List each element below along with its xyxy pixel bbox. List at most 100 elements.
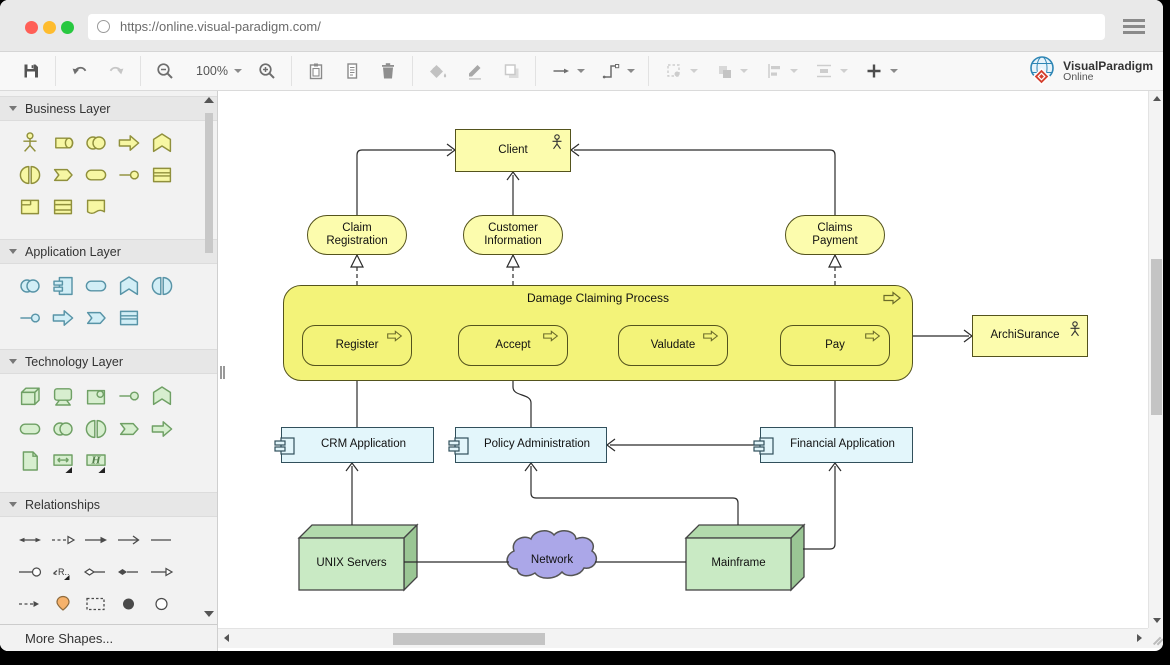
application-function-icon[interactable] <box>112 274 145 298</box>
technology-system-software-icon[interactable] <box>79 384 112 408</box>
maximize-window-button[interactable] <box>61 21 74 34</box>
section-technology-layer[interactable]: Technology Layer <box>0 349 217 374</box>
rel-line-icon[interactable] <box>145 528 178 552</box>
align-dropdown[interactable] <box>758 57 802 85</box>
format-panel-button[interactable] <box>337 57 367 85</box>
connector-style-dropdown[interactable] <box>595 57 639 85</box>
palette-scrollbar[interactable] <box>203 95 215 619</box>
application-component-icon[interactable] <box>46 274 79 298</box>
shape-crm-application[interactable]: CRM Application <box>274 427 434 463</box>
shape-unix-servers[interactable]: UNIX Servers <box>299 538 404 590</box>
technology-collaboration-icon[interactable] <box>46 417 79 441</box>
shape-archisurance[interactable]: ArchiSurance <box>972 315 1088 357</box>
scroll-left-icon[interactable] <box>224 634 229 642</box>
rel-association-icon[interactable] <box>13 528 46 552</box>
technology-process-icon[interactable] <box>145 417 178 441</box>
technology-network-icon[interactable]: H <box>79 449 112 473</box>
line-color-button[interactable] <box>460 57 490 85</box>
rel-location-pin-icon[interactable] <box>46 592 79 616</box>
minimize-window-button[interactable] <box>43 21 56 34</box>
shape-accept[interactable]: Accept <box>458 325 568 366</box>
business-role-icon[interactable] <box>46 131 79 155</box>
shape-claims-payment[interactable]: Claims Payment <box>785 215 885 255</box>
section-application-layer[interactable]: Application Layer <box>0 239 217 264</box>
paste-button[interactable] <box>301 57 331 85</box>
rel-grouping-icon[interactable] <box>79 592 112 616</box>
business-interaction-icon[interactable] <box>13 163 46 187</box>
shape-network[interactable]: Network <box>512 543 592 579</box>
technology-node-icon[interactable] <box>13 384 46 408</box>
delete-button[interactable] <box>373 57 403 85</box>
application-process-icon[interactable] <box>46 306 79 330</box>
rel-aggregation-icon[interactable] <box>79 560 112 584</box>
technology-event-icon[interactable] <box>112 417 145 441</box>
shape-pay[interactable]: Pay <box>780 325 890 366</box>
rel-junction-icon[interactable] <box>112 592 145 616</box>
business-event-icon[interactable] <box>46 163 79 187</box>
application-collaboration-icon[interactable] <box>13 274 46 298</box>
business-contract-icon[interactable] <box>46 195 79 219</box>
business-interface-icon[interactable] <box>112 163 145 187</box>
rel-junction-open-icon[interactable] <box>145 592 178 616</box>
business-collaboration-icon[interactable] <box>79 131 112 155</box>
technology-artifact-icon[interactable] <box>13 449 46 473</box>
technology-function-icon[interactable] <box>145 384 178 408</box>
shape-client[interactable]: Client <box>455 129 571 172</box>
arrow-style-dropdown[interactable] <box>545 57 589 85</box>
url-text[interactable]: https://online.visual-paradigm.com/ <box>120 19 321 34</box>
canvas-horizontal-scrollbar[interactable] <box>218 628 1148 648</box>
undo-button[interactable] <box>65 57 95 85</box>
business-process-icon[interactable] <box>112 131 145 155</box>
canvas-vertical-scrollbar[interactable] <box>1148 91 1163 628</box>
scroll-down-icon[interactable] <box>204 611 214 617</box>
horizontal-scrollbar-thumb[interactable] <box>393 633 545 645</box>
application-interface-icon[interactable] <box>13 306 46 330</box>
browser-menu-icon[interactable] <box>1123 19 1145 34</box>
rel-realization-dashed-icon[interactable] <box>46 528 79 552</box>
resize-grip[interactable] <box>1148 628 1163 648</box>
technology-path-icon[interactable] <box>46 449 79 473</box>
shape-valudate[interactable]: Valudate <box>618 325 728 366</box>
shadow-button[interactable] <box>496 57 526 85</box>
section-business-layer[interactable]: Business Layer <box>0 96 217 121</box>
application-object-icon[interactable] <box>112 306 145 330</box>
shape-policy-administration[interactable]: Policy Administration <box>448 427 607 463</box>
rel-specialization-icon[interactable] <box>145 560 178 584</box>
shape-mainframe[interactable]: Mainframe <box>686 538 791 590</box>
order-dropdown[interactable] <box>708 57 752 85</box>
application-interaction-icon[interactable] <box>145 274 178 298</box>
scroll-down-icon[interactable] <box>1152 618 1161 623</box>
zoom-in-button[interactable] <box>252 57 282 85</box>
technology-device-icon[interactable] <box>46 384 79 408</box>
zoom-level-dropdown[interactable]: 100% <box>186 57 246 85</box>
palette-scrollbar-thumb[interactable] <box>205 113 213 253</box>
shape-customer-information[interactable]: Customer Information <box>463 215 563 255</box>
distribute-dropdown[interactable] <box>808 57 852 85</box>
vertical-scrollbar-thumb[interactable] <box>1151 259 1162 415</box>
save-button[interactable] <box>16 57 46 85</box>
section-relationships[interactable]: Relationships <box>0 492 217 517</box>
redo-button[interactable] <box>101 57 131 85</box>
technology-interaction-icon[interactable] <box>79 417 112 441</box>
business-service-icon[interactable] <box>79 163 112 187</box>
rel-composition-icon[interactable] <box>112 560 145 584</box>
scroll-up-icon[interactable] <box>204 97 214 103</box>
diagram-canvas[interactable]: Client Claim Registration Customer Infor… <box>218 91 1148 628</box>
business-product-icon[interactable] <box>13 195 46 219</box>
panel-collapse-handle[interactable] <box>220 366 225 379</box>
close-window-button[interactable] <box>25 21 38 34</box>
shape-register[interactable]: Register <box>302 325 412 366</box>
scroll-up-icon[interactable] <box>1152 96 1161 101</box>
scroll-right-icon[interactable] <box>1137 634 1142 642</box>
rel-provide-icon[interactable] <box>13 560 46 584</box>
more-shapes-button[interactable]: More Shapes... <box>0 624 217 651</box>
fill-color-button[interactable] <box>422 57 454 85</box>
technology-service-icon[interactable] <box>13 417 46 441</box>
rel-flow-dashed-icon[interactable] <box>13 592 46 616</box>
technology-interface-icon[interactable] <box>112 384 145 408</box>
rel-triggering-icon[interactable] <box>79 528 112 552</box>
business-representation-icon[interactable] <box>79 195 112 219</box>
business-object-icon[interactable] <box>145 163 178 187</box>
shape-financial-application[interactable]: Financial Application <box>753 427 913 463</box>
rel-flow-icon[interactable] <box>112 528 145 552</box>
